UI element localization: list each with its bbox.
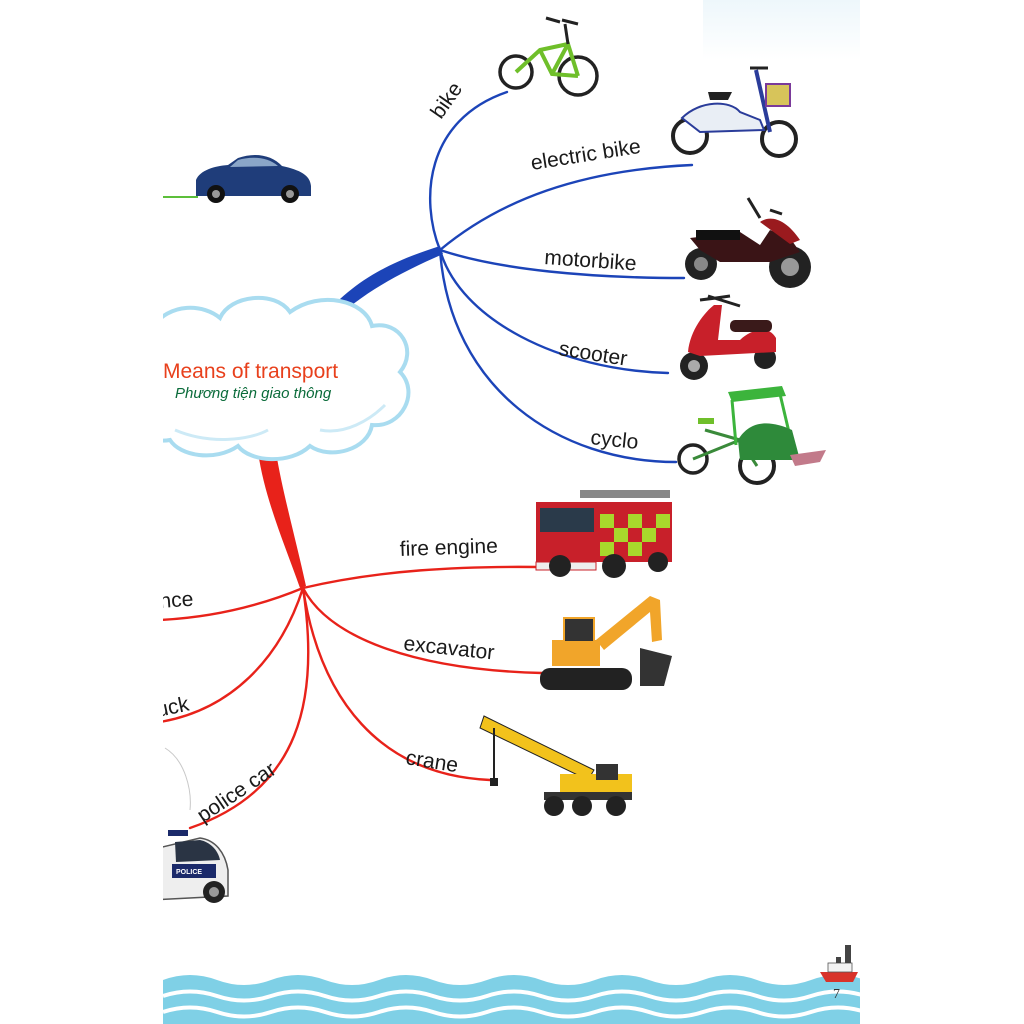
police-car-icon: POLICE bbox=[163, 830, 229, 903]
label-crane: crane bbox=[404, 746, 459, 777]
label-electric-bike: electric bike bbox=[529, 135, 642, 175]
blue-branch-lines bbox=[429, 90, 694, 464]
fire-engine-icon bbox=[535, 490, 672, 578]
label-fire-engine: fire engine bbox=[399, 535, 498, 561]
scooter-icon bbox=[680, 294, 776, 380]
police-badge-text: POLICE bbox=[176, 869, 202, 876]
label-truck-partial: uck bbox=[154, 692, 191, 721]
label-motorbike: motorbike bbox=[544, 246, 638, 275]
label-bike: bike bbox=[426, 78, 467, 123]
red-trunk bbox=[258, 452, 306, 588]
label-scooter: scooter bbox=[557, 337, 629, 370]
label-cyclo: cyclo bbox=[589, 426, 639, 454]
electric-bike-icon bbox=[671, 66, 798, 158]
bicycle-icon bbox=[498, 16, 599, 97]
center-title: Means of transport bbox=[163, 360, 338, 383]
center-cloud bbox=[163, 295, 411, 462]
label-police-car: police car bbox=[193, 758, 280, 827]
cyclo-icon bbox=[677, 386, 826, 485]
label-ambulance-partial: nce bbox=[159, 588, 194, 613]
label-excavator: excavator bbox=[402, 632, 495, 664]
page-number: 7 bbox=[833, 987, 840, 1002]
red-branch-lines bbox=[163, 565, 544, 830]
crane-icon bbox=[479, 715, 632, 816]
sea-waves bbox=[163, 972, 860, 1024]
ship-icon bbox=[820, 945, 858, 982]
center-subtitle: Phương tiện giao thông bbox=[175, 385, 332, 402]
excavator-icon bbox=[540, 596, 672, 690]
sedan-car-icon bbox=[196, 154, 311, 203]
motorbike-icon bbox=[685, 197, 811, 288]
